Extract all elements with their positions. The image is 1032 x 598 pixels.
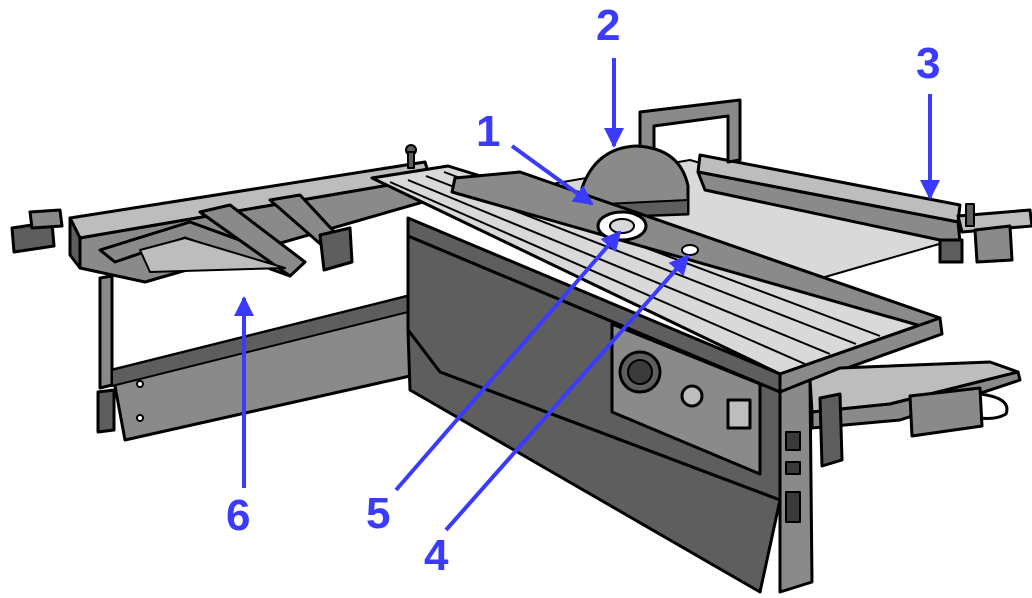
callout-2: 2 xyxy=(596,1,620,50)
arrow-5 xyxy=(394,230,622,492)
callout-5: 5 xyxy=(366,489,390,538)
arrow-1 xyxy=(510,144,594,206)
arrow-4 xyxy=(444,254,690,532)
callout-arrows xyxy=(234,58,940,532)
callout-numbers: 1 2 3 4 5 6 xyxy=(226,1,940,580)
callout-1: 1 xyxy=(476,107,500,156)
sliding-carriage xyxy=(10,144,432,442)
saw-cabinet xyxy=(370,164,944,594)
callout-4: 4 xyxy=(424,531,449,580)
callout-3: 3 xyxy=(916,39,940,88)
right-support-arm xyxy=(808,360,1022,468)
callout-6: 6 xyxy=(226,491,250,540)
